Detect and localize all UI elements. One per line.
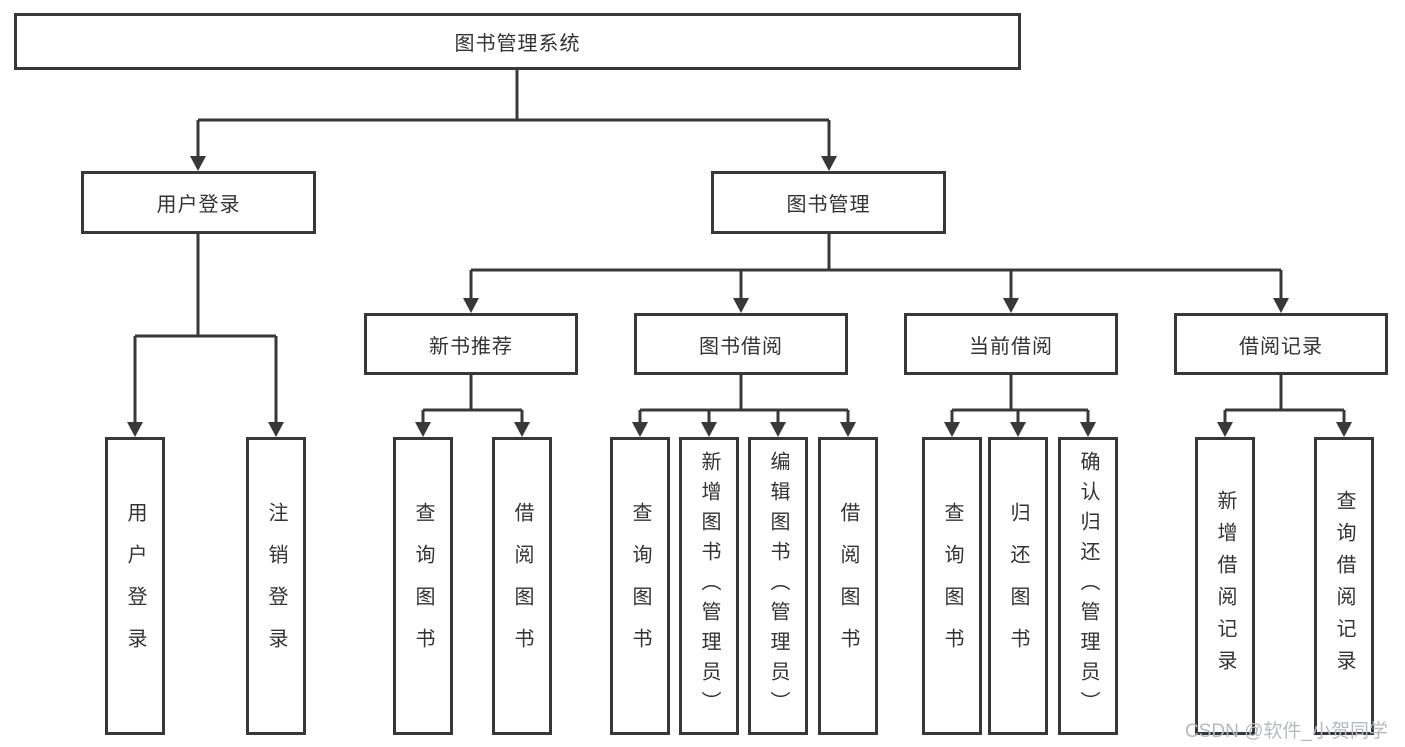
leaf-borrow-books-2: 借阅图书	[818, 437, 878, 735]
node-label: 用户登录	[124, 502, 146, 670]
node-label: 图书管理	[786, 194, 871, 216]
node-label: 查询图书	[412, 502, 434, 670]
leaf-add-books-admin: 新增图书（管理员）	[679, 437, 739, 735]
node-user-login: 用户登录	[81, 171, 316, 234]
node-label: 归还图书	[1007, 502, 1029, 670]
node-label: 新书推荐	[429, 335, 513, 358]
node-book-borrow: 图书借阅	[634, 313, 848, 375]
leaf-confirm-return-admin: 确认归还（管理员）	[1058, 437, 1118, 735]
node-label: 查询图书	[941, 502, 963, 670]
node-label: 图书借阅	[699, 335, 783, 358]
node-label: 新增借阅记录	[1214, 490, 1236, 682]
leaf-query-books-2: 查询图书	[610, 437, 670, 735]
leaf-user-login: 用户登录	[105, 437, 165, 735]
node-label: 借阅图书	[837, 502, 859, 670]
node-label: 当前借阅	[969, 335, 1053, 358]
node-label: 查询图书	[629, 502, 651, 670]
leaf-query-books-3: 查询图书	[922, 437, 982, 735]
leaf-logout: 注销登录	[246, 437, 306, 735]
node-label: 借阅图书	[511, 502, 533, 670]
node-label: 编辑图书（管理员）	[767, 451, 789, 721]
node-label: 用户登录	[156, 194, 241, 216]
node-new-book-recommend: 新书推荐	[364, 313, 578, 375]
node-label: 新增图书（管理员）	[698, 451, 720, 721]
node-current-borrow: 当前借阅	[904, 313, 1118, 375]
node-label: 确认归还（管理员）	[1077, 451, 1099, 721]
leaf-query-books-1: 查询图书	[393, 437, 453, 735]
node-label: 查询借阅记录	[1333, 490, 1355, 682]
node-label: 图书管理系统	[454, 33, 581, 55]
leaf-query-borrow-record: 查询借阅记录	[1314, 437, 1374, 735]
node-borrow-records: 借阅记录	[1174, 313, 1388, 375]
leaf-return-books: 归还图书	[988, 437, 1048, 735]
leaf-borrow-books-1: 借阅图书	[492, 437, 552, 735]
node-label: 借阅记录	[1239, 335, 1323, 358]
node-library-management-system: 图书管理系统	[14, 13, 1021, 70]
node-label: 注销登录	[265, 502, 287, 670]
node-book-management: 图书管理	[711, 171, 946, 234]
leaf-edit-books-admin: 编辑图书（管理员）	[748, 437, 808, 735]
csdn-watermark: CSDN @软件_小贺同学	[1185, 721, 1388, 742]
leaf-add-borrow-record: 新增借阅记录	[1195, 437, 1255, 735]
